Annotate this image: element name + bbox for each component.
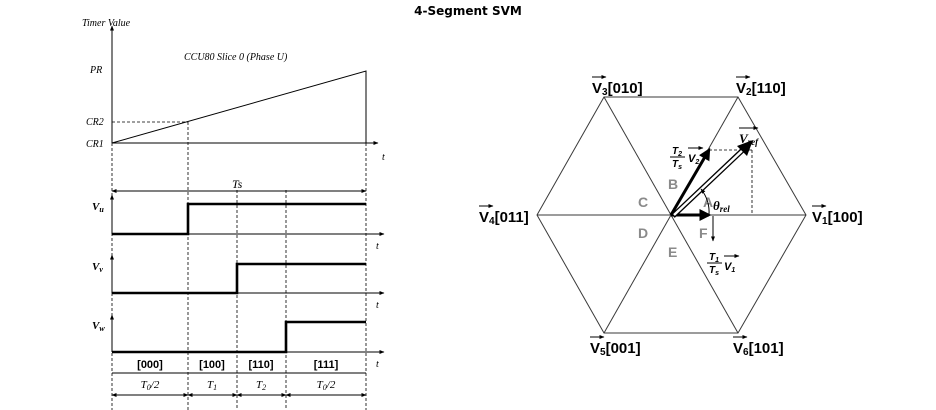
phase-u-label: Vu xyxy=(92,201,104,214)
sector-c: C xyxy=(638,194,648,210)
t2-fraction: T2 Ts V2 xyxy=(670,146,704,171)
theta-label: θrel xyxy=(713,198,730,214)
vector-v3-label: V3[010] xyxy=(592,75,643,98)
vref-vector xyxy=(673,147,746,216)
time-guides xyxy=(111,122,367,410)
sector-f: F xyxy=(699,225,708,241)
level-cr1: CR1 xyxy=(86,139,104,150)
svg-text:V3[010]: V3[010] xyxy=(592,80,643,98)
phase-u-waveform xyxy=(112,202,366,236)
phase-v-t: t xyxy=(376,300,379,311)
phase-v-waveform xyxy=(112,262,366,295)
sector-d: D xyxy=(638,225,648,241)
vector-v1-label: V1[100] xyxy=(812,204,863,227)
t1-fraction: T1 Ts V1 xyxy=(707,252,740,277)
svg-text:Ts: Ts xyxy=(672,159,682,171)
sector-b: B xyxy=(668,176,678,192)
state-labels: [000] [100] [110] [111] xyxy=(112,359,366,374)
period-span: Ts xyxy=(111,177,367,193)
t2-component-arrow xyxy=(669,147,711,216)
svg-text:Ts: Ts xyxy=(709,265,719,277)
phase-u-t: t xyxy=(376,241,379,252)
svg-text:T1: T1 xyxy=(709,252,719,264)
svm-hexagon: A B C D E F θrel Vref T2 Ts xyxy=(479,75,863,358)
svg-text:Vref: Vref xyxy=(739,131,759,147)
svg-text:V1[100]: V1[100] xyxy=(812,209,863,227)
sector-e: E xyxy=(668,244,677,260)
state-100: [100] xyxy=(199,359,225,371)
phase-v: Vv t xyxy=(92,254,385,311)
timer-sawtooth xyxy=(111,70,367,144)
svg-text:V2[110]: V2[110] xyxy=(736,80,786,98)
svg-text:V1: V1 xyxy=(724,261,735,274)
duration-labels: T0/2 T1 T2 T0/2 xyxy=(111,379,367,397)
phase-w-label: Vw xyxy=(92,320,105,333)
period-label: Ts xyxy=(232,177,243,191)
vref-arrowhead xyxy=(737,140,753,156)
state-111: [111] xyxy=(314,359,339,371)
level-pr: PR xyxy=(89,65,102,76)
timer-plot: Timer Value CCU80 Slice 0 (Phase U) PR C… xyxy=(82,18,385,163)
vector-v2-label: V2[110] xyxy=(736,75,786,98)
timer-t-label: t xyxy=(382,152,385,163)
svg-text:V6[101]: V6[101] xyxy=(733,340,784,358)
level-cr2: CR2 xyxy=(86,117,104,128)
vector-v6-label: V6[101] xyxy=(733,335,784,358)
svg-text:V5[001]: V5[001] xyxy=(590,340,641,358)
diagram-title: 4-Segment SVM xyxy=(414,4,522,18)
vector-v4-label: V4[011] xyxy=(479,204,529,227)
duration-t1: T1 xyxy=(207,379,217,392)
timer-axis-label: Timer Value xyxy=(82,18,131,29)
vref-label: Vref xyxy=(739,126,759,147)
state-110: [110] xyxy=(248,359,273,371)
timer-caption: CCU80 Slice 0 (Phase U) xyxy=(184,52,288,63)
phase-w-t: t xyxy=(376,359,379,370)
duration-t0-start: T0/2 xyxy=(141,379,160,392)
phase-w-waveform xyxy=(112,320,366,354)
svg-text:T2: T2 xyxy=(672,146,682,158)
theta-arc xyxy=(700,188,710,216)
phase-u: Vu t xyxy=(92,194,385,252)
phase-w: Vw t xyxy=(92,314,385,370)
duration-t2: T2 xyxy=(256,379,266,392)
phase-v-label: Vv xyxy=(92,261,103,274)
svg-text:V2: V2 xyxy=(688,153,699,166)
state-000: [000] xyxy=(137,359,163,371)
svg-text:V4[011]: V4[011] xyxy=(479,209,529,227)
vector-v5-label: V5[001] xyxy=(590,335,641,358)
duration-t0-end: T0/2 xyxy=(317,379,336,392)
